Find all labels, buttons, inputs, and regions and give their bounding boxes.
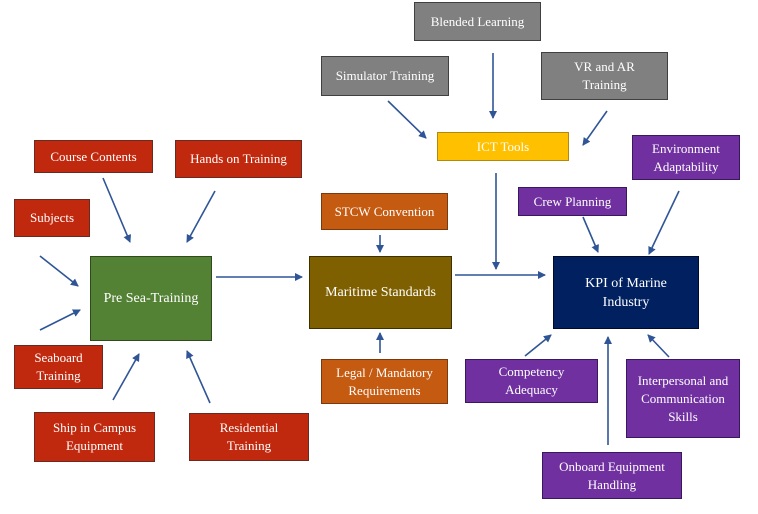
legal-mandatory-node: Legal / Mandatory Requirements	[321, 359, 448, 404]
pre-sea-training-label: Pre Sea-Training	[103, 291, 199, 306]
arrow-interpersonal-to-kpi	[647, 334, 670, 358]
course-contents-node: Course Contents	[34, 140, 153, 173]
seaboard-training-label: Seaboard Training	[34, 350, 83, 383]
simulator-training-node: Simulator Training	[321, 56, 449, 96]
arrow-hands-on-to-pre-sea	[186, 190, 216, 243]
arrow-subjects-to-pre-sea	[39, 255, 79, 287]
residential-training-node: Residential Training	[189, 413, 309, 461]
hands-on-training-label: Hands on Training	[190, 151, 287, 166]
arrow-environment-to-kpi	[648, 190, 680, 255]
environment-adaptability-label: Environment Adaptability	[652, 140, 720, 174]
subjects-node: Subjects	[14, 199, 90, 237]
environment-adaptability-node: Environment Adaptability	[632, 135, 740, 180]
kpi-marine-industry-label: KPI of Marine Industry	[585, 275, 667, 310]
arrow-course-contents-to-pre-sea	[102, 177, 131, 243]
arrow-vr-ar-to-ict	[582, 110, 608, 146]
arrow-competency-to-kpi	[524, 334, 552, 357]
blended-learning-node: Blended Learning	[414, 2, 541, 41]
kpi-marine-industry-node: KPI of Marine Industry	[553, 256, 699, 329]
competency-adequacy-label: Competency Adequacy	[498, 364, 565, 397]
onboard-equipment-handling-label: Onboard Equipment Handling	[559, 458, 665, 492]
pre-sea-training-node: Pre Sea-Training	[90, 256, 212, 341]
arrow-simulator-to-ict	[387, 100, 427, 139]
maritime-standards-label: Maritime Standards	[325, 285, 436, 300]
arrow-crew-planning-to-kpi	[582, 216, 599, 253]
arrow-ship-campus-to-pre-sea	[112, 353, 140, 401]
vr-ar-training-label: VR and AR Training	[574, 59, 635, 92]
blended-learning-label: Blended Learning	[430, 13, 525, 29]
onboard-equipment-handling-node: Onboard Equipment Handling	[542, 452, 682, 499]
subjects-label: Subjects	[29, 210, 75, 225]
simulator-training-label: Simulator Training	[335, 68, 435, 83]
crew-planning-label: Crew Planning	[533, 193, 612, 209]
course-contents-label: Course Contents	[50, 148, 137, 164]
ict-tools-label: ICT Tools	[476, 138, 530, 154]
vr-ar-training-node: VR and AR Training	[541, 52, 668, 100]
ship-in-campus-label: Ship in Campus Equipment	[52, 420, 137, 453]
ict-tools-node: ICT Tools	[437, 132, 569, 161]
hands-on-training-node: Hands on Training	[175, 140, 302, 178]
competency-adequacy-node: Competency Adequacy	[465, 359, 598, 403]
interpersonal-communication-label: Interpersonal and Communication Skills	[637, 372, 729, 424]
ship-in-campus-node: Ship in Campus Equipment	[34, 412, 155, 462]
seaboard-training-node: Seaboard Training	[14, 345, 103, 389]
legal-mandatory-label: Legal / Mandatory Requirements	[336, 364, 433, 398]
maritime-standards-node: Maritime Standards	[309, 256, 452, 329]
arrow-residential-to-pre-sea	[186, 350, 211, 404]
stcw-convention-label: STCW Convention	[334, 203, 435, 219]
arrow-seaboard-to-pre-sea	[39, 309, 81, 331]
crew-planning-node: Crew Planning	[518, 187, 627, 216]
stcw-convention-node: STCW Convention	[321, 193, 448, 230]
residential-training-label: Residential Training	[219, 420, 279, 453]
interpersonal-communication-node: Interpersonal and Communication Skills	[626, 359, 740, 438]
